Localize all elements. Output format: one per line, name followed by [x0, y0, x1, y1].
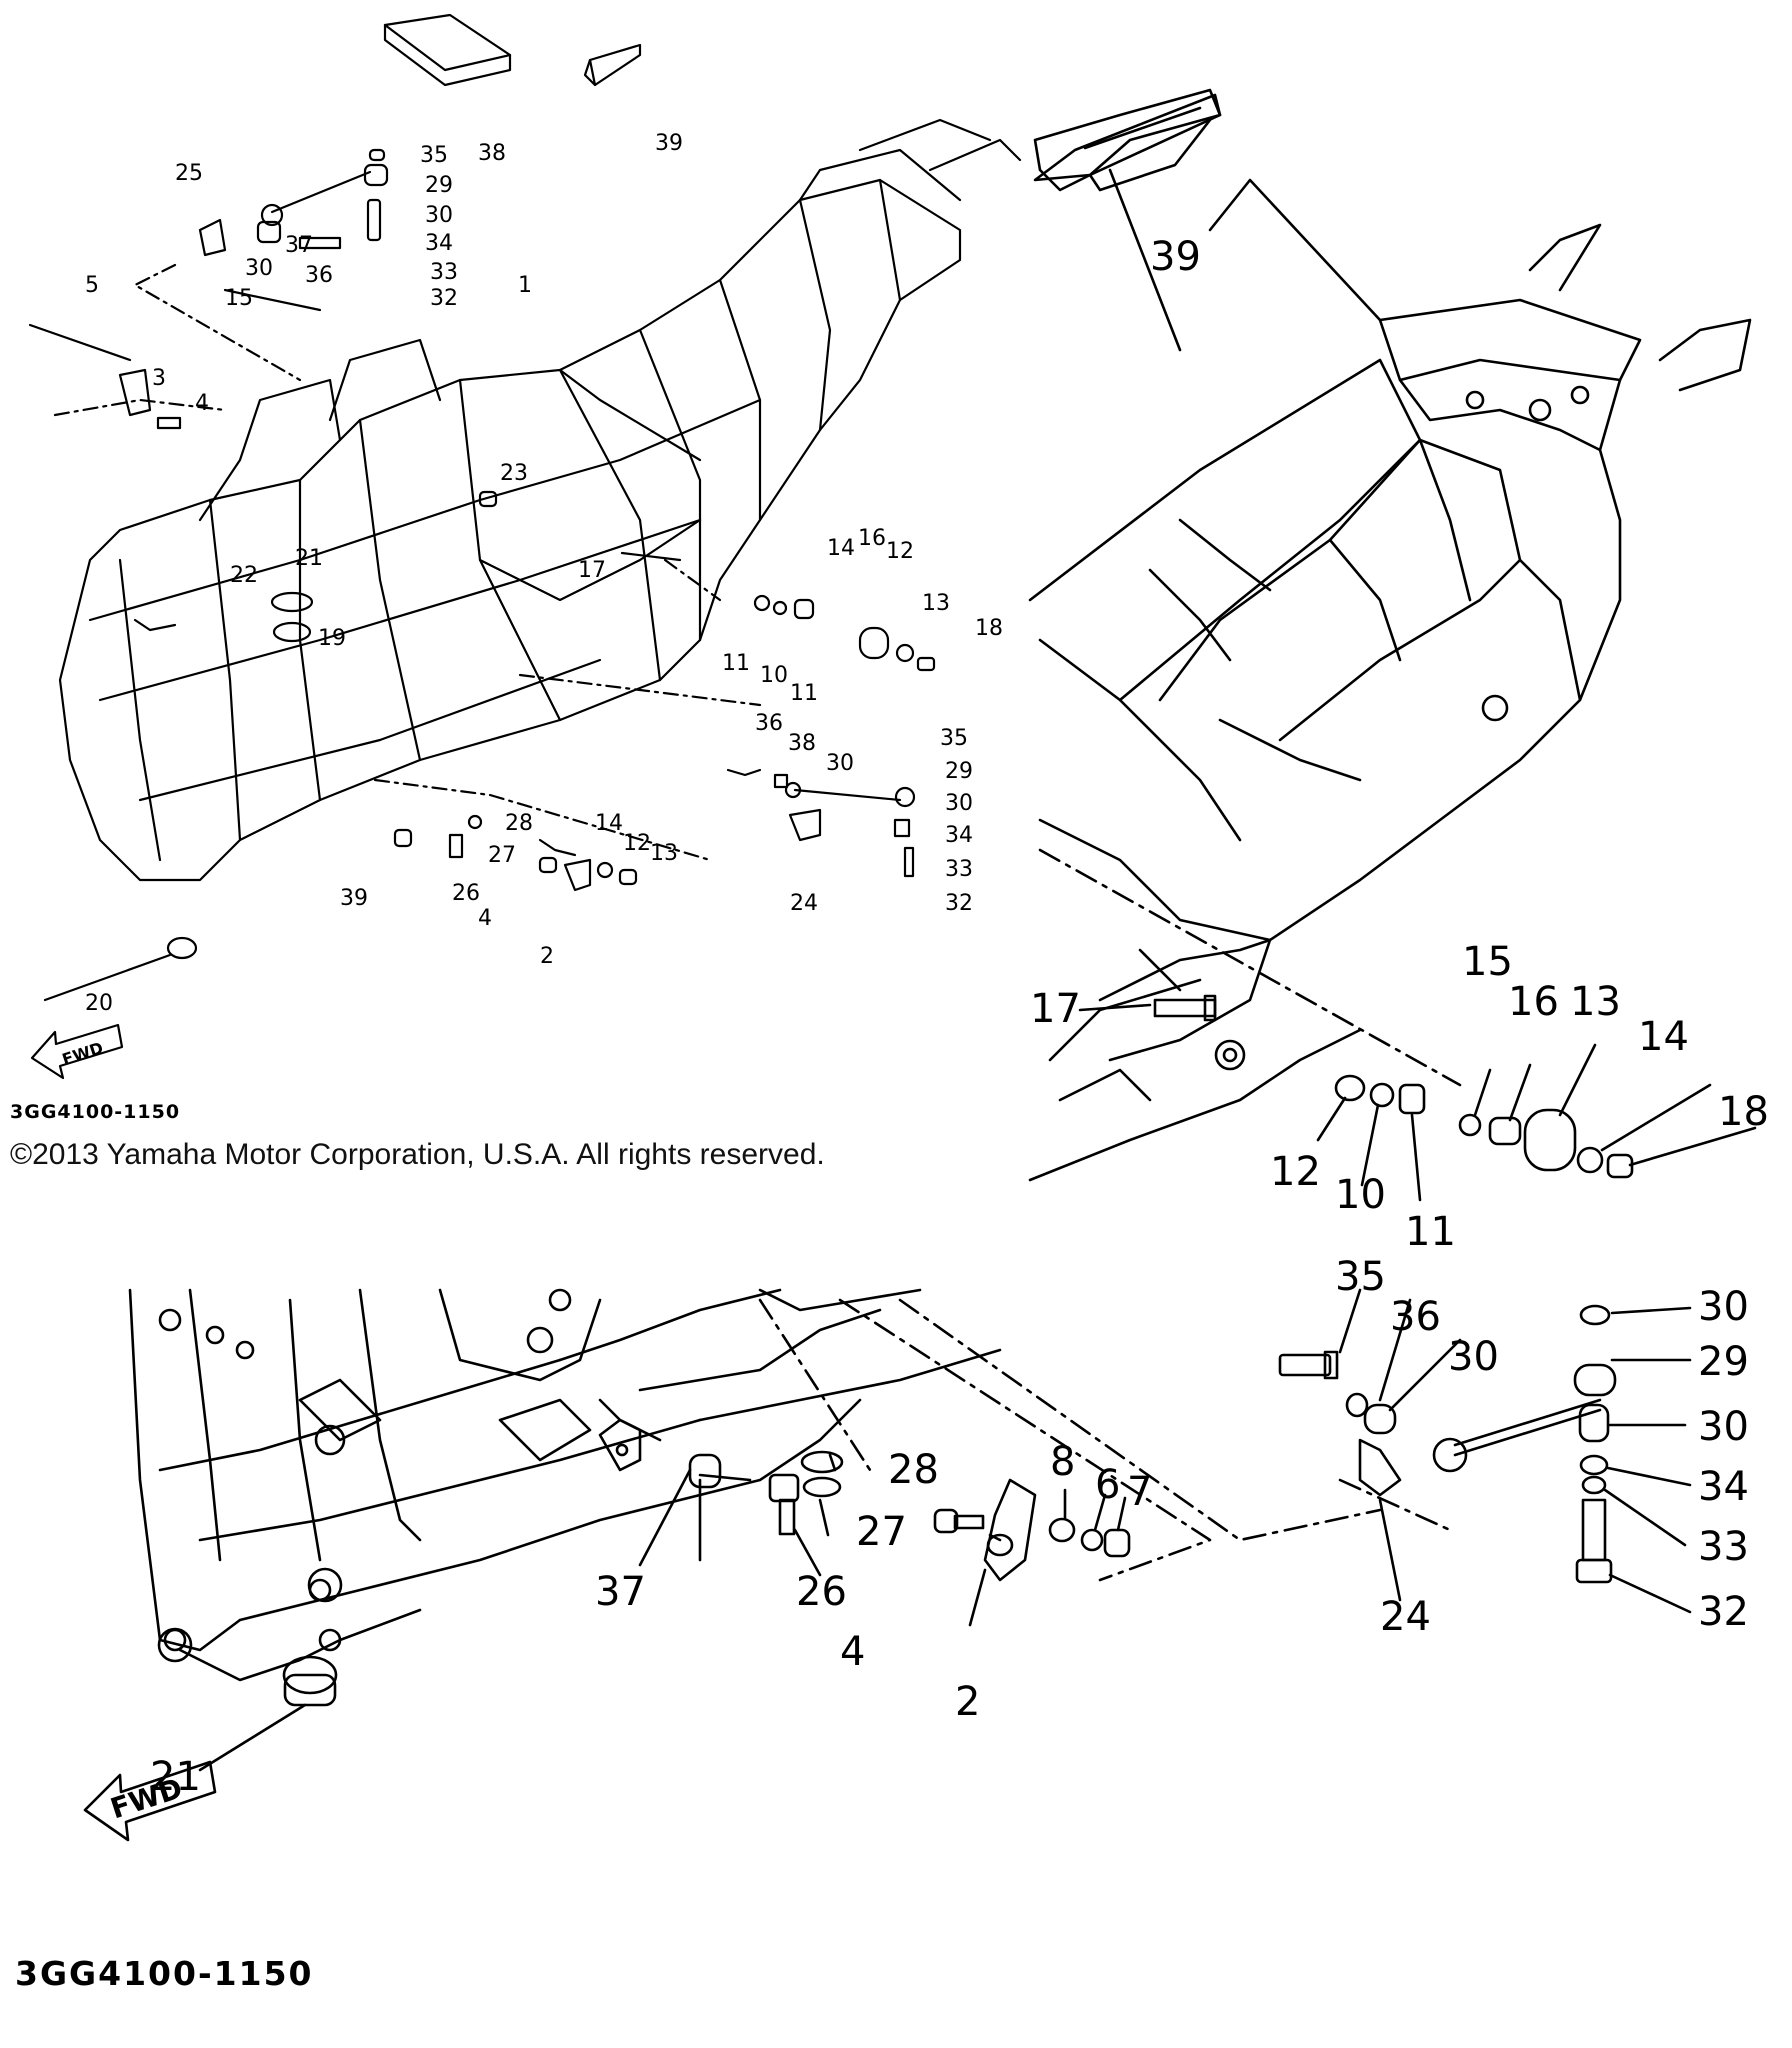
callout-9: 15	[225, 286, 253, 311]
callout-27: 27	[856, 1509, 907, 1555]
callout-24: 24	[790, 891, 818, 916]
callout-29: 29	[945, 759, 973, 784]
callout-30: 30	[826, 751, 854, 776]
callout-4: 4	[478, 906, 492, 931]
callout-11: 11	[1405, 1209, 1456, 1255]
callout-31: 35	[940, 726, 968, 751]
callout-21: 21	[150, 1754, 201, 1800]
callout-15: 14	[827, 536, 855, 561]
callout-19: 19	[318, 626, 346, 651]
callout-29: 29	[425, 173, 453, 198]
callout-33: 33	[945, 857, 973, 882]
callout-35: 35	[1335, 1254, 1386, 1300]
callout-38: 38	[478, 141, 506, 166]
callout-36: 37	[285, 233, 313, 258]
callout-13: 12	[886, 539, 914, 564]
detail-bottom-callouts: 35 36 30 30 29 30 34 33 32 24 28 27 8 6 …	[150, 1254, 1749, 1800]
callout-8: 8	[1050, 1439, 1075, 1485]
callout-31: 30	[1698, 1284, 1749, 1330]
callout-39: 39	[655, 131, 683, 156]
callout-33: 33	[1698, 1524, 1749, 1570]
callout-26: 26	[796, 1569, 847, 1615]
fwd-label-small: FWD	[60, 1038, 106, 1069]
callout-6: 6	[1095, 1462, 1120, 1508]
callout-33: 33	[430, 260, 458, 285]
callout-7: 13	[650, 841, 678, 866]
callout-35: 36	[755, 711, 783, 736]
callout-37: 39	[340, 886, 368, 911]
callout-25: 25	[175, 161, 203, 186]
callout-39: 39	[1150, 234, 1201, 280]
callout-1: 1	[518, 273, 532, 298]
callout-13: 13	[1570, 979, 1621, 1025]
diagram-code-small: 3GG4100-1150	[10, 1101, 180, 1123]
fwd-label-large: FWD	[107, 1771, 187, 1825]
callout-14: 13	[922, 591, 950, 616]
callout-32: 32	[945, 891, 973, 916]
overview-callouts: 35 29 30 34 33 32 25 30 37 36 15 5 1 3 4…	[85, 131, 1003, 1016]
callout-36: 38	[788, 731, 816, 756]
callout-34: 34	[945, 823, 973, 848]
callout-16: 16	[1508, 979, 1559, 1025]
detail-bottom-diagram	[83, 1288, 1692, 1842]
callout-30: 30	[425, 203, 453, 228]
callout-28: 28	[888, 1447, 939, 1493]
callout-32: 32	[430, 286, 458, 311]
callout-2: 2	[955, 1679, 980, 1725]
callout-18: 18	[1718, 1089, 1769, 1135]
callout-11: 11	[790, 681, 818, 706]
callout-12: 11	[722, 651, 750, 676]
callout-35: 36	[305, 263, 333, 288]
copyright-notice: ©2013 Yamaha Motor Corporation, U.S.A. A…	[10, 1138, 825, 1171]
callout-26: 26	[452, 881, 480, 906]
callout-5: 5	[85, 273, 99, 298]
callout-34: 34	[425, 231, 453, 256]
overview-diagram	[28, 13, 1022, 1080]
callout-20: 21	[295, 546, 323, 571]
callout-14: 14	[1638, 1014, 1689, 1060]
callout-17: 17	[1030, 986, 1081, 1032]
callout-30: 30	[945, 791, 973, 816]
callout-27: 27	[488, 843, 516, 868]
callout-10: 10	[1335, 1172, 1386, 1218]
detail-top-callouts: 39 17 15 16 13 14 18 12 10 11	[1030, 234, 1769, 1255]
callout-21: 20	[85, 991, 113, 1016]
callout-7: 7	[1127, 1469, 1152, 1515]
callout-4: 4	[840, 1629, 865, 1675]
callout-29: 29	[1698, 1339, 1749, 1385]
callout-30: 30	[1448, 1334, 1499, 1380]
callout-17: 17	[578, 558, 606, 583]
callout-15: 15	[1462, 939, 1513, 985]
callout-32: 32	[1698, 1589, 1749, 1635]
callout-36: 36	[1390, 1294, 1441, 1340]
callout-8: 14	[595, 811, 623, 836]
callout-12: 12	[1270, 1149, 1321, 1195]
callout-23: 23	[500, 461, 528, 486]
callout-18: 18	[975, 616, 1003, 641]
callout-6: 12	[623, 831, 651, 856]
callout-2: 2	[540, 944, 554, 969]
callout-28: 28	[505, 811, 533, 836]
callout-22: 22	[230, 563, 258, 588]
callout-31: 35	[420, 143, 448, 168]
callout-10: 10	[760, 663, 788, 688]
diagram-code-large: 3GG4100-1150	[15, 1954, 314, 1993]
callout-16: 16	[858, 526, 886, 551]
callout-4: 4	[195, 391, 209, 416]
callout-37: 37	[595, 1569, 646, 1615]
callout-3: 3	[152, 366, 166, 391]
callout-30: 30	[1698, 1404, 1749, 1450]
callout-24: 24	[1380, 1594, 1431, 1640]
callout-30: 30	[245, 256, 273, 281]
callout-34: 34	[1698, 1464, 1749, 1510]
detail-top-diagram	[1028, 88, 1757, 1202]
